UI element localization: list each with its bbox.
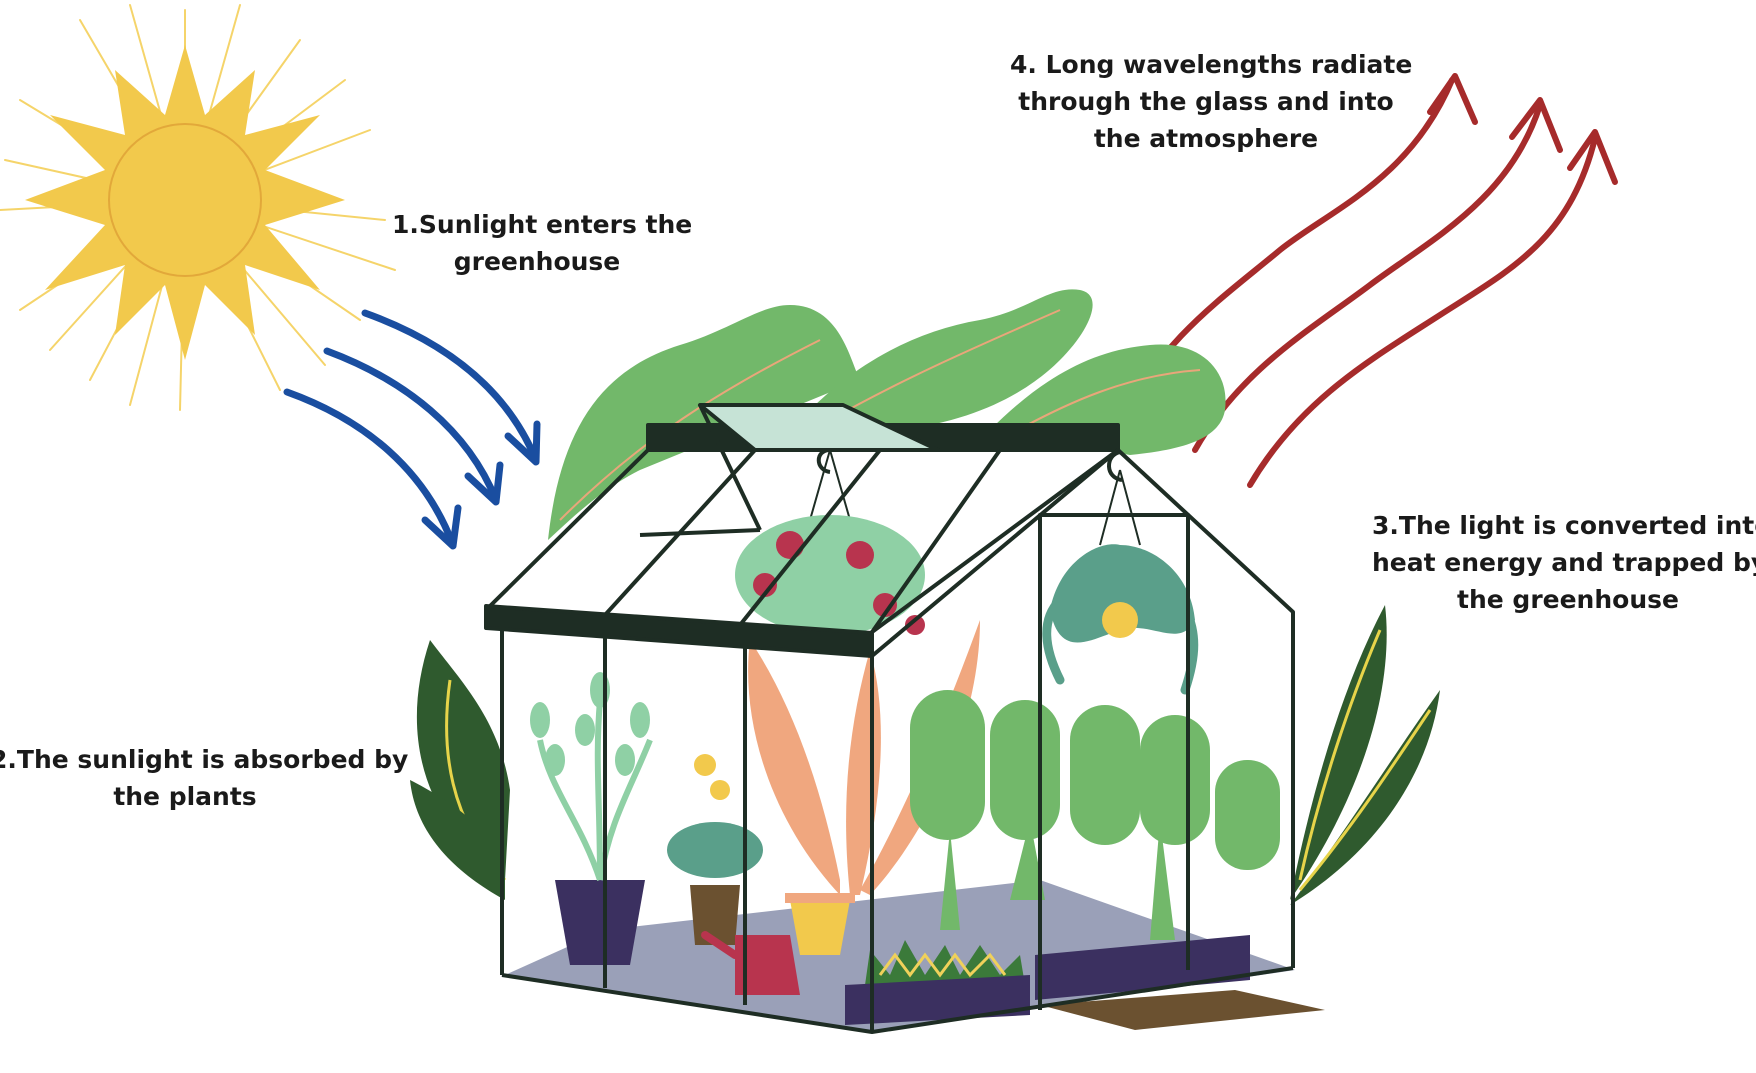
dark-leaf-right-2 bbox=[1290, 690, 1440, 905]
incoming-sunlight-arrows bbox=[283, 309, 541, 550]
step-3-label: 3.The light is converted into heat energ… bbox=[1372, 507, 1756, 618]
hanging-flower-basket bbox=[735, 449, 925, 635]
step-3-line-1: 3.The light is converted into bbox=[1372, 511, 1756, 540]
seedling-tray bbox=[845, 940, 1030, 1025]
incoming-arrow-3 bbox=[283, 388, 462, 550]
step-2-label: 2.The sunlight is absorbed by the plants bbox=[0, 741, 409, 815]
door-mat bbox=[1040, 990, 1325, 1030]
greenhouse-icon bbox=[484, 403, 1295, 1034]
step-2-line-2: the plants bbox=[113, 782, 257, 811]
step-4-label: 4. Long wavelengths radiate through the … bbox=[1010, 46, 1413, 157]
dark-leaf-left-2 bbox=[410, 780, 505, 900]
bushy-trees bbox=[910, 690, 1280, 940]
incoming-arrow-2 bbox=[323, 347, 504, 506]
step-1-line-2: greenhouse bbox=[453, 247, 621, 276]
step-4-line-3: the atmosphere bbox=[1093, 124, 1319, 153]
big-leaf-middle bbox=[810, 289, 1093, 430]
incoming-arrow-1 bbox=[361, 309, 541, 466]
step-4-line-1: 4. Long wavelengths radiate bbox=[1010, 50, 1413, 79]
step-3-line-3: the greenhouse bbox=[1457, 585, 1679, 614]
fern-pot bbox=[530, 672, 653, 965]
outgoing-arrow-2 bbox=[1192, 97, 1563, 453]
orange-plant bbox=[748, 640, 840, 895]
yellow-pot bbox=[785, 893, 855, 955]
roof-vent bbox=[698, 403, 940, 452]
small-potted-plant bbox=[667, 754, 763, 945]
step-4-line-2: through the glass and into bbox=[1018, 87, 1394, 116]
outgoing-arrow-3 bbox=[1247, 129, 1618, 488]
step-1-line-1: 1.Sunlight enters the bbox=[392, 210, 693, 239]
step-3-line-2: heat energy and trapped by bbox=[1372, 548, 1756, 577]
sun-icon bbox=[0, 4, 396, 411]
big-leaf-left bbox=[548, 305, 860, 540]
watering-can bbox=[701, 931, 800, 995]
step-1-label: 1.Sunlight enters the greenhouse bbox=[392, 206, 693, 280]
step-2-line-1: 2.The sunlight is absorbed by bbox=[0, 745, 409, 774]
sun-core bbox=[108, 123, 262, 277]
dark-leaf-left bbox=[416, 640, 510, 880]
